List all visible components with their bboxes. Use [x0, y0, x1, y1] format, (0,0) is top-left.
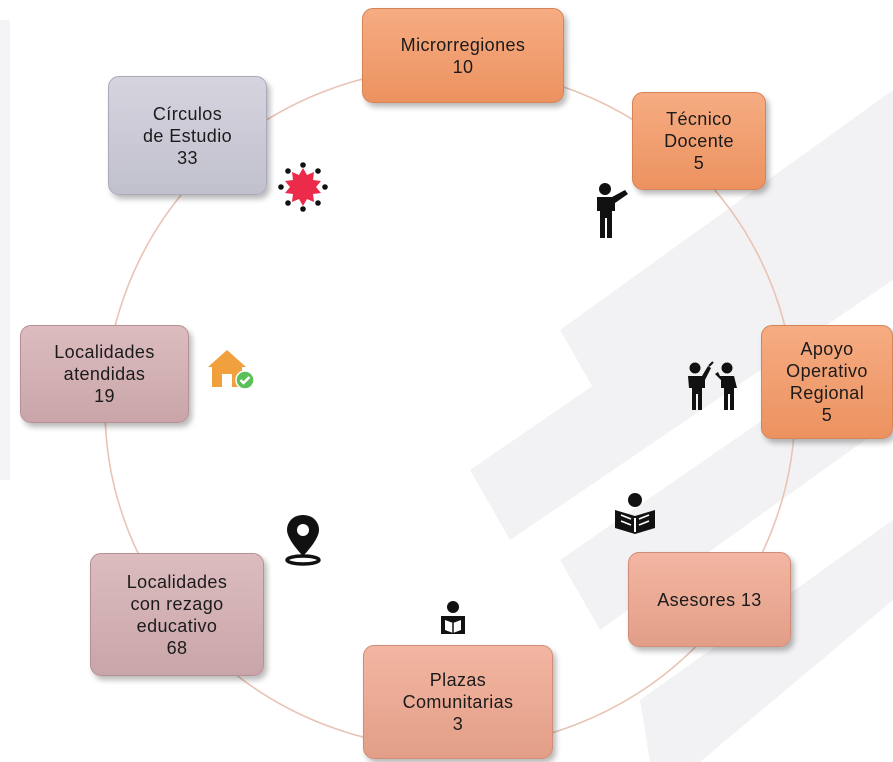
node-circulos-estudio-label: Círculos de Estudio 33: [142, 103, 233, 168]
node-localidades-atendidas: Localidades atendidas 19: [20, 325, 189, 423]
node-tecnico-docente-label: Técnico Docente 5: [664, 109, 734, 173]
node-microrregiones: Microrregiones 10: [362, 8, 564, 103]
teamwork-people-icon: [688, 361, 737, 410]
node-localidades-rezago: Localidades con rezago educativo 68: [90, 553, 264, 676]
node-apoyo-operativo: Apoyo Operativo Regional 5: [761, 325, 893, 439]
node-plazas-comunitarias-label: Plazas Comunitarias 3: [402, 670, 514, 734]
student-reading-icon: [441, 601, 465, 634]
node-microrregiones-label: Microrregiones 10: [400, 34, 526, 77]
node-apoyo-operativo-label: Apoyo Operativo Regional 5: [786, 339, 868, 425]
watermark-left-stripes: [0, 20, 10, 480]
teacher-pointing-icon: [597, 183, 628, 238]
node-localidades-rezago-label: Localidades con rezago educativo 68: [126, 571, 228, 658]
node-circulos-estudio: Círculos de Estudio 33: [108, 76, 267, 195]
reading-person-icon: [615, 493, 655, 534]
house-check-icon: [208, 350, 255, 390]
location-pin-icon: [285, 515, 321, 566]
node-plazas-comunitarias: Plazas Comunitarias 3: [363, 645, 553, 759]
node-asesores-label: Asesores 13: [657, 589, 762, 610]
node-tecnico-docente: Técnico Docente 5: [632, 92, 766, 190]
node-asesores: Asesores 13: [628, 552, 791, 647]
group-circle-icon: [278, 162, 328, 212]
node-localidades-atendidas-label: Localidades atendidas 19: [54, 342, 155, 406]
